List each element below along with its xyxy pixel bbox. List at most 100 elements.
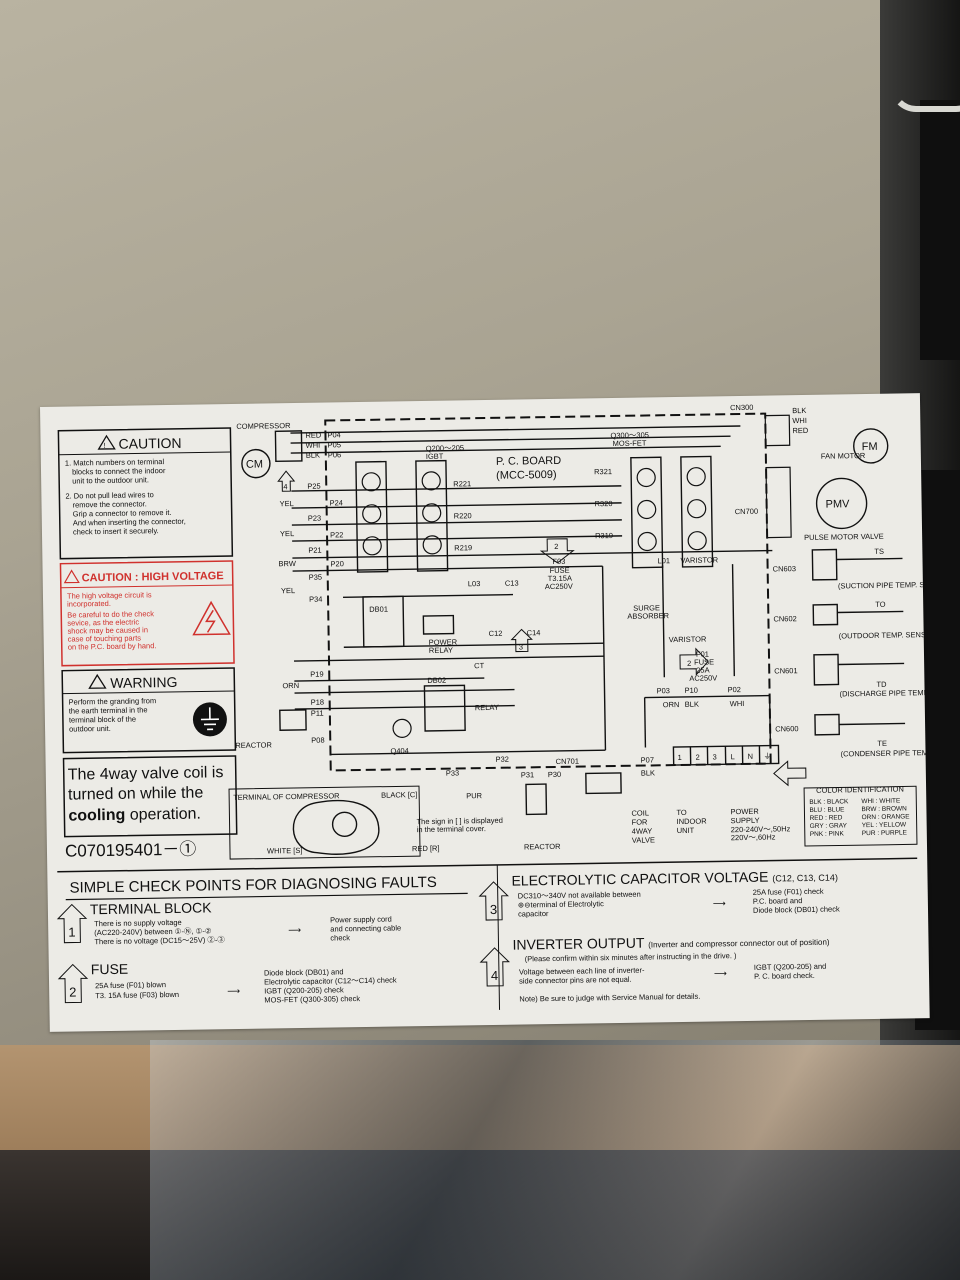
check-2-icon: 2	[57, 963, 89, 1004]
resistor-label: R221	[453, 479, 471, 488]
color-id-entry: BRW : BROWN	[861, 805, 907, 813]
check-3-line: ⊕⊖terminal of Electrolytic	[518, 899, 604, 909]
check-1-result: Power supply cord	[330, 915, 392, 925]
color-id-entry: RED : RED	[810, 814, 843, 822]
check-3-arrow: ⟶	[713, 898, 726, 908]
color-id-entry: YEL : YELLOW	[862, 821, 907, 829]
pin-label: P18	[311, 698, 324, 707]
cn601-label: CN601	[774, 666, 797, 675]
wiring-diagram-label: ! CAUTION 1. Match numbers on terminal b…	[40, 393, 960, 1032]
wire-color: PUR	[466, 791, 483, 800]
wire-color: BLK	[792, 406, 806, 415]
check-1-arrow: ⟶	[288, 925, 301, 935]
warning-box	[61, 667, 237, 754]
black-c-label: BLACK [C]	[381, 790, 417, 800]
svg-text:4: 4	[491, 968, 498, 983]
terminal-label: 2	[696, 753, 700, 762]
ts-label: TS	[874, 547, 884, 556]
cn300-label: CN300	[730, 403, 753, 412]
reactor-label: REACTOR	[235, 740, 272, 750]
svg-text:2: 2	[69, 985, 76, 1000]
to-desc: (OUTDOOR TEMP. SENSOR)	[839, 630, 930, 641]
db01-label: DB01	[369, 605, 388, 614]
white-wire	[890, 60, 960, 112]
red-r-label: RED [R]	[412, 844, 440, 853]
plastic-bag	[150, 1040, 960, 1280]
high-voltage-warning-icon	[63, 569, 80, 584]
resistor-label: R220	[454, 511, 472, 520]
resistor-label: R320	[595, 499, 613, 508]
p02-label: P02	[727, 685, 740, 694]
white-s-label: WHITE [S]	[267, 846, 303, 856]
caution-line: check to insert it securely.	[73, 526, 159, 536]
step-marker: 4	[277, 470, 296, 492]
pin-label: P05	[328, 440, 341, 449]
pin-label: P34	[309, 595, 322, 604]
check-3-line: capacitor	[518, 909, 549, 918]
color-id-title: COLOR IDENTIFICATION	[816, 784, 904, 794]
board-title: P. C. BOARD	[496, 455, 561, 468]
check-1-result: check	[330, 933, 350, 942]
f01-label: 25A	[696, 666, 709, 675]
power-supply-label: SUPPLY	[731, 816, 760, 825]
high-voltage-line: on the P.C. board by hand.	[68, 641, 157, 651]
coil-4way-label: 4WAY	[632, 826, 653, 835]
check-1-result: and connecting cable	[330, 923, 401, 933]
warning-icon	[88, 673, 107, 689]
p30-label: P30	[548, 770, 561, 779]
svg-text:2: 2	[687, 659, 691, 668]
caution-title: CAUTION	[118, 435, 181, 452]
svg-text:4: 4	[283, 482, 287, 491]
p03-label: P03	[656, 686, 669, 695]
electric-shock-icon	[192, 600, 231, 636]
check-2-result: Diode block (DB01) and	[264, 967, 344, 977]
pin-label: P06	[328, 450, 341, 459]
wire-color: YEL	[279, 499, 293, 508]
fm-label: FM	[862, 441, 878, 453]
check-2-line: T3. 15A fuse (F03) blown	[95, 990, 179, 1000]
transistor-symbols	[361, 467, 707, 738]
wire-color: ORN	[282, 681, 299, 690]
coil-4way-label: VALVE	[632, 835, 655, 844]
cooling-note-rest: operation.	[125, 806, 201, 824]
wire-color: RED	[792, 426, 809, 435]
check-2-line: 25A fuse (F01) blown	[95, 980, 166, 990]
cooling-note-bold: cooling	[68, 807, 125, 825]
terminal-label: L	[731, 752, 735, 761]
check-4-icon: 4	[479, 947, 510, 987]
pin-label: P19	[310, 670, 323, 679]
caution-line: And when inserting the connector,	[73, 517, 186, 528]
td-label: TD	[876, 680, 887, 689]
f01-label: FUSE	[694, 657, 714, 666]
step-marker: 2	[679, 647, 709, 677]
compressor-label: COMPRESSOR	[236, 421, 291, 431]
check-3-title: ELECTROLYTIC CAPACITOR VOLTAGE (C12, C13…	[511, 868, 838, 889]
warning-line: terminal block of the	[69, 715, 136, 725]
caution-line: unit to the outdoor unit.	[72, 475, 149, 485]
check-4-result: P. C. board check.	[754, 971, 815, 981]
power-arrow-icon	[773, 760, 807, 787]
power-supply-label: 220V～,60Hz	[731, 832, 776, 842]
wire-color: BLK	[641, 768, 655, 777]
pin-label: P24	[329, 498, 342, 507]
check-3-result: 25A fuse (F01) check	[753, 887, 824, 897]
check-3-result: Diode block (DB01) check	[753, 904, 840, 914]
svg-text:2: 2	[554, 542, 558, 551]
cn701-label: CN701	[556, 757, 579, 766]
mosfet-type: MOS-FET	[613, 438, 647, 448]
check-1-line: There is no supply voltage	[94, 918, 182, 928]
check-4-arrow: ⟶	[714, 968, 727, 978]
cn602-label: CN602	[773, 614, 796, 623]
wire-color: RED	[305, 431, 322, 440]
p32-label: P32	[496, 755, 509, 764]
sign-note: The sign in [ ] is displayed	[416, 816, 502, 826]
c13-label: C13	[505, 579, 519, 588]
power-relay-label: POWER	[429, 637, 458, 646]
wire-color: WHI	[306, 441, 321, 450]
coil-4way-label: FOR	[632, 818, 649, 827]
f03-desc: FUSE	[550, 566, 570, 575]
p33-label: P33	[446, 768, 459, 777]
l01-label: L01	[657, 556, 670, 565]
high-voltage-box	[59, 560, 235, 667]
svg-text:3: 3	[519, 642, 523, 651]
